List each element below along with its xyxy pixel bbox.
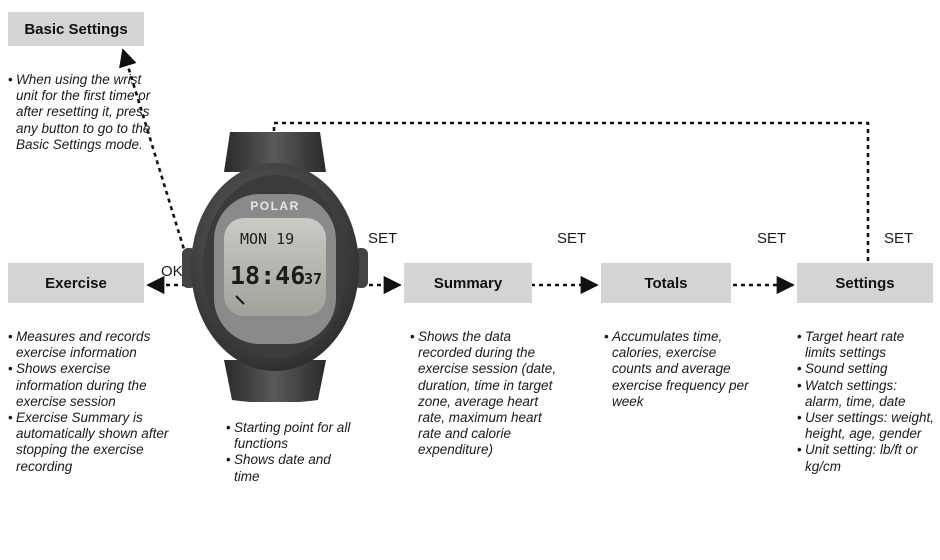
note-item: Shows exercise information during the ex…: [8, 361, 178, 410]
note-item: Sound setting: [797, 361, 937, 377]
watch-brand-text: POLAR: [250, 199, 300, 213]
exercise-notes: Measures and records exercise informatio…: [8, 329, 178, 475]
basic-settings-label: Basic Settings: [24, 20, 128, 38]
watch-date-text: MON 19: [240, 230, 294, 248]
note-item: When using the wrist unit for the first …: [8, 72, 158, 153]
note-item: Shows the data recorded during the exerc…: [410, 329, 558, 459]
note-item: Target heart rate limits settings: [797, 329, 937, 361]
settings-label: Settings: [835, 274, 895, 292]
note-item: Exercise Summary is automatically shown …: [8, 410, 178, 475]
settings-notes: Target heart rate limits settings Sound …: [797, 329, 937, 475]
set-label-summary: SET: [557, 230, 587, 247]
note-item: Watch settings: alarm, time, date: [797, 378, 937, 410]
totals-notes: Accumulates time, calories, exercise cou…: [604, 329, 754, 410]
polar-watch-illustration: POLAR MON 19 18:46 37: [180, 129, 370, 407]
set-label-watch: SET: [368, 230, 398, 247]
totals-box: Totals: [601, 263, 731, 303]
summary-notes: Shows the data recorded during the exerc…: [410, 329, 558, 459]
note-item: Measures and records exercise informatio…: [8, 329, 178, 361]
exercise-box: Exercise: [8, 263, 144, 303]
basic-settings-box: Basic Settings: [8, 12, 144, 46]
set-label-settings: SET: [884, 230, 914, 247]
note-item: Accumulates time, calories, exercise cou…: [604, 329, 754, 410]
note-item: User settings: weight, height, age, gend…: [797, 410, 937, 442]
settings-box: Settings: [797, 263, 933, 303]
totals-label: Totals: [644, 274, 688, 292]
basic-settings-note: When using the wrist unit for the first …: [8, 72, 158, 153]
summary-box: Summary: [404, 263, 532, 303]
note-item: Unit setting: lb/ft or kg/cm: [797, 442, 937, 474]
watch-time-text: 18:46: [230, 261, 305, 290]
summary-label: Summary: [433, 274, 503, 292]
note-item: Shows date and time: [226, 452, 356, 484]
exercise-label: Exercise: [45, 274, 107, 292]
watch-notes: Starting point for all functions Shows d…: [226, 420, 356, 485]
watch-seconds-text: 37: [304, 270, 322, 288]
ok-label: OK: [161, 263, 183, 280]
note-item: Starting point for all functions: [226, 420, 356, 452]
set-label-totals: SET: [757, 230, 787, 247]
